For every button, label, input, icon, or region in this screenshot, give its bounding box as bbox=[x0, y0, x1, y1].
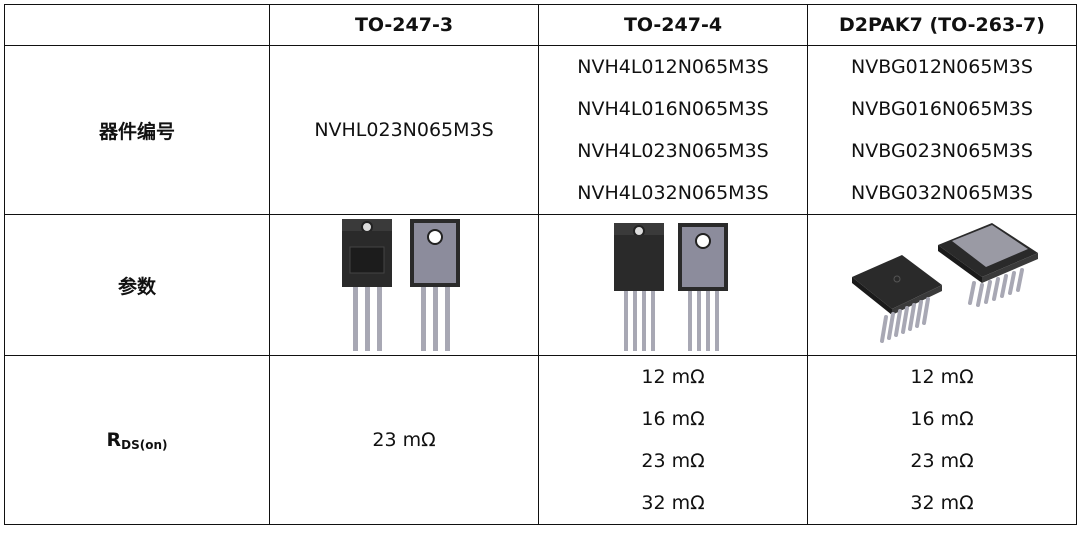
part-number: NVBG016N065M3S bbox=[851, 98, 1033, 120]
part-number: NVBG023N065M3S bbox=[851, 140, 1033, 162]
part-number: NVHL023N065M3S bbox=[314, 119, 494, 141]
part-number: NVH4L032N065M3S bbox=[577, 182, 769, 204]
part-number: NVH4L016N065M3S bbox=[577, 98, 769, 120]
package-image-row: 参数 bbox=[4, 214, 1077, 356]
rds-on-value: 12 mΩ bbox=[910, 366, 974, 388]
to-247-4-package-image bbox=[614, 223, 728, 351]
rds-on-to247-3: 23 mΩ bbox=[269, 355, 539, 525]
header-d2pak7: D2PAK7 (TO-263-7) bbox=[807, 4, 1077, 46]
part-number-label: 器件编号 bbox=[4, 45, 270, 215]
package-comparison-table: TO-247-3 TO-247-4 D2PAK7 (TO-263-7) 器件编号… bbox=[4, 4, 1077, 525]
rds-on-value: 23 mΩ bbox=[910, 450, 974, 472]
part-number: NVBG012N065M3S bbox=[851, 56, 1033, 78]
header-row: TO-247-3 TO-247-4 D2PAK7 (TO-263-7) bbox=[4, 4, 1077, 46]
rds-on-row: RDS(on) 23 mΩ 12 mΩ 16 mΩ 23 mΩ 32 mΩ 12… bbox=[4, 355, 1077, 525]
rds-on-to247-4: 12 mΩ 16 mΩ 23 mΩ 32 mΩ bbox=[538, 355, 808, 525]
rds-on-value: 32 mΩ bbox=[641, 492, 705, 514]
rds-on-value: 16 mΩ bbox=[641, 408, 705, 430]
header-corner bbox=[4, 4, 270, 46]
to247-3-image-cell bbox=[269, 214, 539, 356]
rds-on-value: 23 mΩ bbox=[641, 450, 705, 472]
header-to247-4: TO-247-4 bbox=[538, 4, 808, 46]
rds-on-label: RDS(on) bbox=[4, 355, 270, 525]
rds-on-label-main: R bbox=[106, 428, 122, 451]
part-number: NVH4L023N065M3S bbox=[577, 140, 769, 162]
part-number: NVH4L012N065M3S bbox=[577, 56, 769, 78]
rds-on-label-subscript: DS(on) bbox=[121, 437, 168, 452]
parameters-label: 参数 bbox=[4, 214, 270, 356]
rds-on-value: 16 mΩ bbox=[910, 408, 974, 430]
rds-on-d2pak7: 12 mΩ 16 mΩ 23 mΩ 32 mΩ bbox=[807, 355, 1077, 525]
part-number-to247-3: NVHL023N065M3S bbox=[269, 45, 539, 215]
part-number: NVBG032N065M3S bbox=[851, 182, 1033, 204]
d2pak7-image-cell bbox=[807, 214, 1077, 356]
rds-on-value: 23 mΩ bbox=[372, 429, 436, 451]
rds-on-value: 12 mΩ bbox=[641, 366, 705, 388]
rds-on-value: 32 mΩ bbox=[910, 492, 974, 514]
part-number-row: 器件编号 NVHL023N065M3S NVH4L012N065M3S NVH4… bbox=[4, 45, 1077, 215]
part-numbers-to247-4: NVH4L012N065M3S NVH4L016N065M3S NVH4L023… bbox=[538, 45, 808, 215]
header-to247-3: TO-247-3 bbox=[269, 4, 539, 46]
to-247-3-package-image bbox=[342, 219, 460, 351]
d2pak7-package-image bbox=[852, 223, 1038, 343]
to247-4-image-cell bbox=[538, 214, 808, 356]
part-numbers-d2pak7: NVBG012N065M3S NVBG016N065M3S NVBG023N06… bbox=[807, 45, 1077, 215]
